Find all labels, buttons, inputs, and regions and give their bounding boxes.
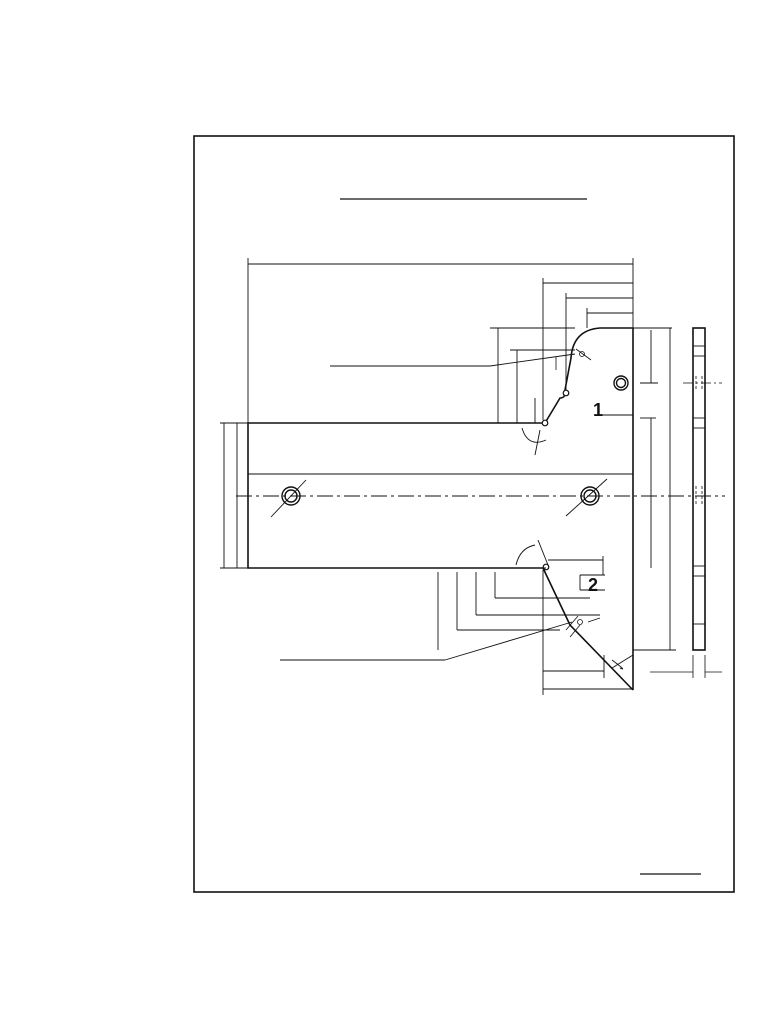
- part-outline: [247, 327, 634, 691]
- corner-circles: [541, 389, 570, 571]
- sheet-border: [193, 135, 735, 893]
- holes: [281, 375, 629, 506]
- leader-lines: [280, 353, 576, 661]
- hole-upper: [613, 375, 629, 391]
- part-label-1: 1: [593, 400, 603, 420]
- part-label-2: 2: [588, 575, 598, 595]
- dimension-lines: [220, 258, 676, 695]
- hole-leaders: [270, 478, 608, 518]
- detail-marks: [555, 348, 601, 638]
- side-view: [650, 327, 722, 678]
